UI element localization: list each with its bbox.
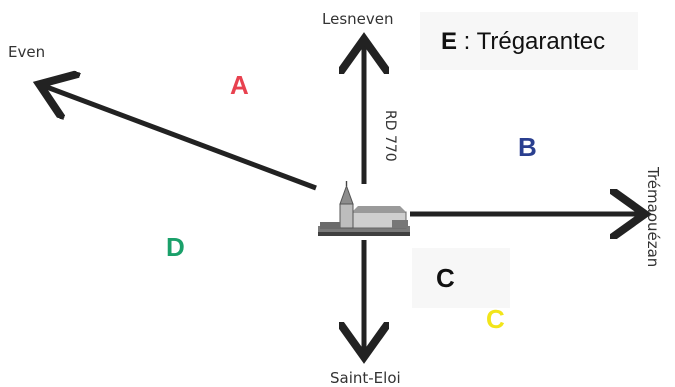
legend-key: E: [441, 28, 458, 55]
zone-label-a: A: [230, 70, 249, 100]
zone-label-c: C: [486, 304, 505, 334]
road-northwest-arrow: [44, 86, 317, 191]
place-label-south: Saint-Eloi: [330, 369, 401, 387]
place-label-north: Lesneven: [322, 10, 394, 28]
legend-text: E : Trégarantec: [441, 28, 605, 56]
zone-label-d: D: [166, 232, 185, 262]
zone-c-box: [412, 248, 510, 308]
place-label-northwest: Even: [8, 43, 46, 61]
zone-label-c-box: C: [436, 263, 455, 293]
place-label-east: Trémaouézan: [644, 167, 662, 268]
legend-box: [420, 12, 638, 70]
legend-separator: :: [457, 28, 477, 55]
legend-name: Trégarantec: [476, 28, 606, 55]
zone-label-b: B: [518, 132, 537, 162]
church-icon: [318, 181, 410, 236]
road-label: RD 770: [382, 110, 398, 162]
